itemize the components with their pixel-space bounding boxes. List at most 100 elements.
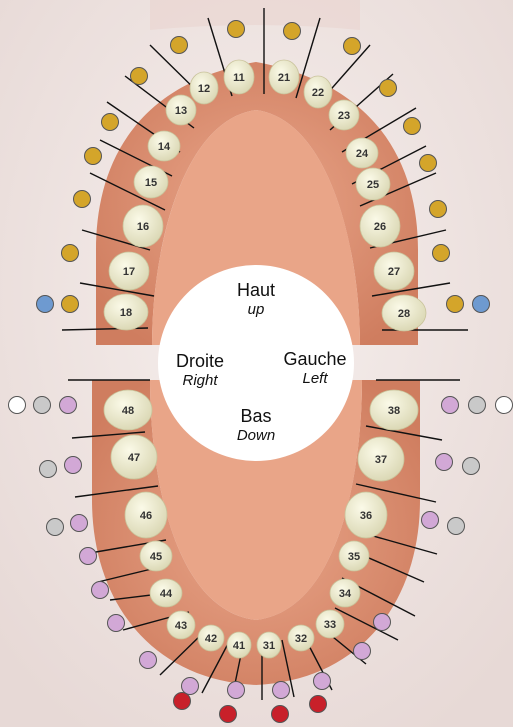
tooth-41[interactable]: 41 [227, 632, 251, 658]
marker-lilac-37[interactable] [436, 454, 453, 471]
marker-gold-28[interactable] [447, 296, 464, 313]
marker-grey-47[interactable] [40, 461, 57, 478]
tooth-23[interactable]: 23 [329, 100, 359, 130]
tooth-34[interactable]: 34 [330, 579, 360, 607]
tooth-13[interactable]: 13 [166, 95, 196, 125]
label-up-en: up [216, 301, 296, 318]
marker-gold-11[interactable] [228, 21, 245, 38]
tooth-15[interactable]: 15 [134, 166, 168, 198]
label-up: Haut up [216, 280, 296, 318]
tooth-48[interactable]: 48 [104, 390, 152, 430]
marker-gold-23[interactable] [380, 80, 397, 97]
tooth-42[interactable]: 42 [198, 625, 224, 651]
marker-gold-22[interactable] [344, 38, 361, 55]
marker-gold-18[interactable] [62, 296, 79, 313]
tooth-number: 14 [158, 141, 171, 153]
marker-white-48[interactable] [9, 397, 26, 414]
marker-red-31[interactable] [272, 706, 289, 723]
marker-gold-14[interactable] [102, 114, 119, 131]
marker-lilac-44[interactable] [92, 582, 109, 599]
tooth-16[interactable]: 16 [123, 205, 163, 247]
marker-lilac-41[interactable] [182, 678, 199, 695]
marker-lilac-31[interactable] [228, 682, 245, 699]
marker-grey-37[interactable] [463, 458, 480, 475]
marker-lilac-33[interactable] [314, 673, 331, 690]
marker-grey-48[interactable] [34, 397, 51, 414]
tooth-21[interactable]: 21 [269, 60, 299, 94]
marker-lilac-38[interactable] [442, 397, 459, 414]
tooth-11[interactable]: 11 [224, 60, 254, 94]
tooth-46[interactable]: 46 [125, 492, 167, 538]
tooth-number: 43 [175, 620, 187, 632]
marker-blue-18[interactable] [37, 296, 54, 313]
tooth-number: 31 [263, 640, 275, 652]
marker-lilac-46[interactable] [71, 515, 88, 532]
tooth-38[interactable]: 38 [370, 390, 418, 430]
tooth-36[interactable]: 36 [345, 492, 387, 538]
tooth-number: 23 [338, 110, 350, 122]
marker-lilac-35[interactable] [374, 614, 391, 631]
marker-lilac-42[interactable] [140, 652, 157, 669]
tooth-24[interactable]: 24 [346, 138, 378, 168]
tooth-18[interactable]: 18 [104, 294, 148, 330]
marker-lilac-43[interactable] [108, 615, 125, 632]
label-left-fr: Gauche [270, 349, 360, 370]
tooth-14[interactable]: 14 [148, 131, 180, 161]
tooth-number: 12 [198, 83, 210, 95]
label-down-en: Down [216, 427, 296, 444]
tooth-28[interactable]: 28 [382, 295, 426, 331]
marker-lilac-45[interactable] [80, 548, 97, 565]
marker-gold-16[interactable] [74, 191, 91, 208]
tooth-43[interactable]: 43 [167, 611, 195, 639]
tooth-12[interactable]: 12 [190, 72, 218, 104]
label-right-en: Right [160, 372, 240, 389]
marker-gold-15[interactable] [85, 148, 102, 165]
marker-blue-28[interactable] [473, 296, 490, 313]
marker-grey-38[interactable] [469, 397, 486, 414]
marker-gold-24[interactable] [404, 118, 421, 135]
tooth-27[interactable]: 27 [374, 252, 414, 290]
marker-lilac-36[interactable] [422, 512, 439, 529]
tooth-number: 36 [360, 510, 372, 522]
marker-lilac-34[interactable] [354, 643, 371, 660]
tooth-45[interactable]: 45 [140, 541, 172, 571]
tooth-35[interactable]: 35 [339, 541, 369, 571]
marker-gold-21[interactable] [284, 23, 301, 40]
tooth-47[interactable]: 47 [111, 435, 157, 479]
marker-gold-25[interactable] [420, 155, 437, 172]
marker-gold-27[interactable] [433, 245, 450, 262]
tooth-32[interactable]: 32 [288, 625, 314, 651]
tooth-44[interactable]: 44 [150, 579, 182, 607]
marker-gold-26[interactable] [430, 201, 447, 218]
marker-lilac-48[interactable] [60, 397, 77, 414]
tooth-number: 26 [374, 221, 386, 233]
tooth-31[interactable]: 31 [257, 632, 281, 658]
marker-grey-36[interactable] [448, 518, 465, 535]
label-right: Droite Right [160, 351, 240, 389]
marker-gold-13[interactable] [131, 68, 148, 85]
marker-lilac-47[interactable] [65, 457, 82, 474]
tooth-33[interactable]: 33 [316, 610, 344, 638]
tooth-26[interactable]: 26 [360, 205, 400, 247]
tooth-37[interactable]: 37 [358, 437, 404, 481]
tooth-number: 27 [388, 266, 400, 278]
marker-gold-17[interactable] [62, 245, 79, 262]
label-left-en: Left [270, 370, 360, 387]
marker-lilac-32[interactable] [273, 682, 290, 699]
tooth-number: 47 [128, 452, 140, 464]
marker-white-38[interactable] [496, 397, 513, 414]
tooth-17[interactable]: 17 [109, 252, 149, 290]
marker-red-42[interactable] [174, 693, 191, 710]
marker-red-32[interactable] [310, 696, 327, 713]
tooth-number: 28 [398, 308, 410, 320]
label-right-fr: Droite [160, 351, 240, 372]
tooth-25[interactable]: 25 [356, 168, 390, 200]
tooth-number: 45 [150, 551, 162, 563]
marker-red-41[interactable] [220, 706, 237, 723]
tooth-22[interactable]: 22 [304, 76, 332, 108]
marker-gold-12[interactable] [171, 37, 188, 54]
tooth-number: 34 [339, 588, 352, 600]
marker-grey-46[interactable] [47, 519, 64, 536]
